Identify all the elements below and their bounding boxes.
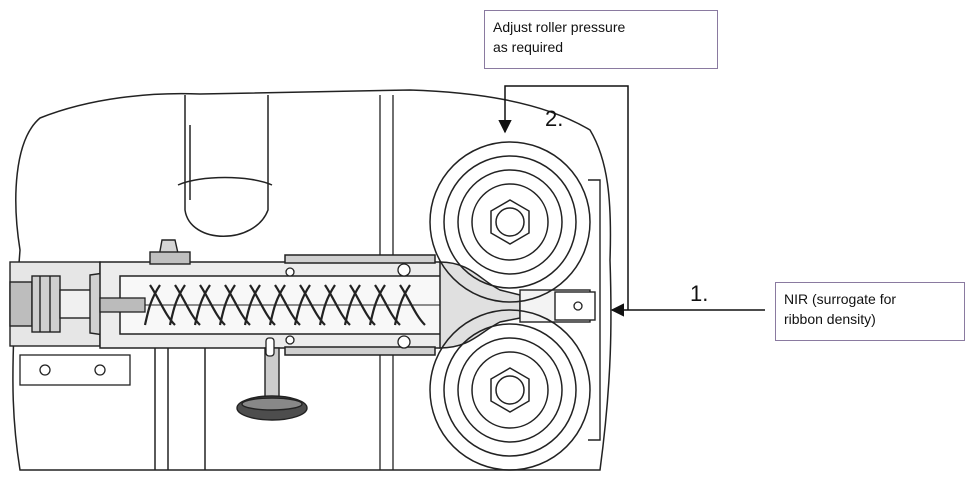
screw-barrel bbox=[99, 254, 471, 470]
barrel-fasteners bbox=[19, 263, 411, 386]
step-2-label: 2. bbox=[545, 106, 564, 131]
upper-roller bbox=[429, 141, 591, 303]
auger-flights bbox=[140, 284, 440, 326]
pressure-arrow bbox=[498, 85, 629, 310]
feed-hopper bbox=[177, 95, 273, 237]
top-clamp bbox=[149, 239, 191, 265]
lower-roller bbox=[429, 309, 591, 471]
callout-nir: NIR (surrogate for ribbon density) bbox=[775, 282, 965, 341]
callout-pressure-line2: as required bbox=[493, 39, 564, 55]
housing-outline bbox=[12, 89, 612, 471]
callout-nir-line1: NIR (surrogate for bbox=[784, 291, 897, 307]
screw-shaft bbox=[99, 297, 146, 313]
callout-pressure-line1: Adjust roller pressure bbox=[493, 19, 626, 35]
callout-nir-line2: ribbon density) bbox=[784, 311, 876, 327]
callout-adjust-pressure: Adjust roller pressure as required bbox=[484, 10, 718, 69]
bottom-handle bbox=[236, 347, 308, 421]
right-bracket bbox=[588, 179, 601, 441]
step-1-label: 1. bbox=[690, 281, 709, 306]
